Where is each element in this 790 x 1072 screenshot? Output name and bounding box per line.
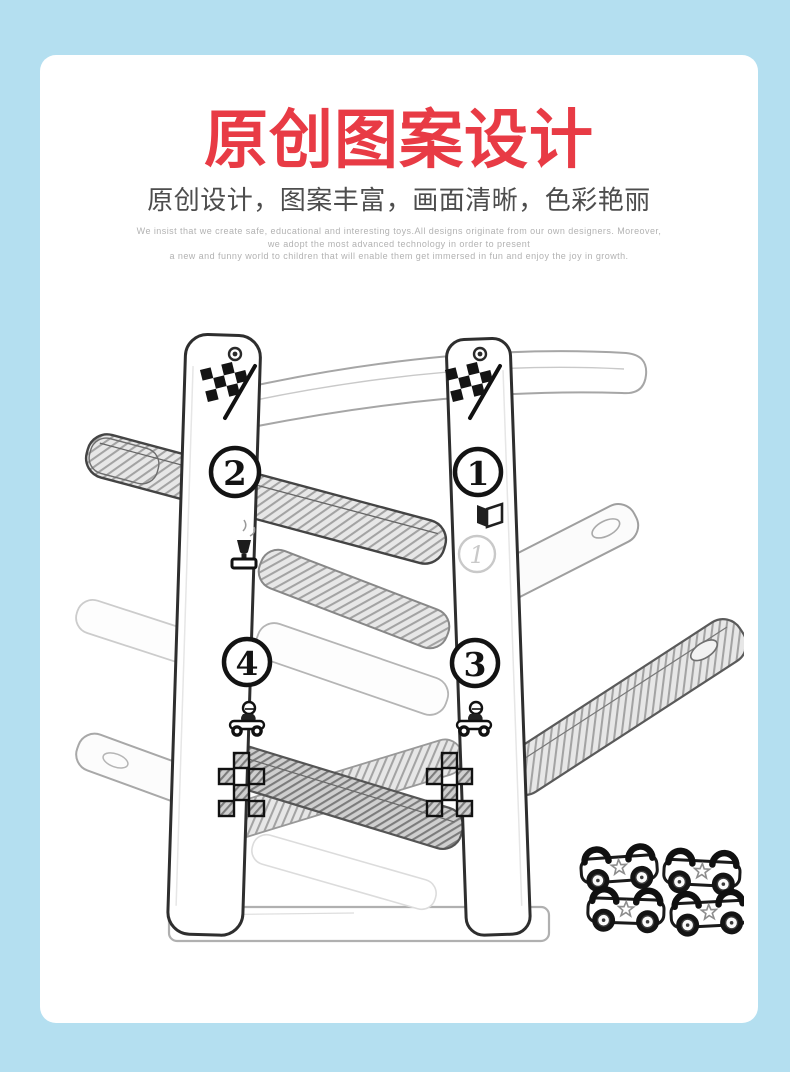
- medal-stamp: 1: [457, 534, 497, 574]
- level-badge-2: 2: [208, 445, 262, 499]
- product-sketch-illustration: 2 4 1 1 3: [75, 332, 744, 943]
- ramp-upper-left: [84, 433, 448, 565]
- description-line: We insist that we create safe, education…: [136, 226, 662, 236]
- level-badge-1: 1: [452, 446, 504, 498]
- toy-car: [580, 845, 659, 893]
- page-subtitle: 原创设计，图案丰富，画面清晰，色彩艳丽: [147, 185, 651, 215]
- level-badge-4: 4: [221, 636, 273, 688]
- ramp-mid-lower: [254, 622, 450, 716]
- description-block: We insist that we create safe, education…: [40, 225, 758, 263]
- description-line: we adopt the most advanced technology in…: [267, 238, 531, 249]
- ramp-bottom-faint: [251, 833, 437, 911]
- svg-text:4: 4: [236, 644, 259, 683]
- svg-text:1: 1: [469, 541, 484, 569]
- right-post: [445, 337, 532, 937]
- ramp-top-curve: [203, 350, 648, 439]
- left-post: [166, 332, 262, 937]
- page-title: 原创图案设计: [204, 104, 594, 176]
- toy-car: [587, 889, 664, 934]
- level-badge-3: 3: [449, 637, 501, 689]
- description-line: a new and funny world to children that w…: [169, 251, 629, 261]
- svg-text:2: 2: [223, 454, 247, 494]
- svg-text:3: 3: [464, 645, 487, 684]
- ramp-bottom-right: [500, 618, 744, 796]
- pennant-flag-icon: [475, 502, 504, 529]
- toy-cars: [580, 845, 744, 937]
- content-sheet: 原创图案设计 原创设计，图案丰富，画面清晰，色彩艳丽 We insist tha…: [40, 55, 758, 1023]
- svg-text:1: 1: [467, 454, 490, 493]
- toy-car: [670, 891, 744, 937]
- ramp-mid: [257, 548, 451, 650]
